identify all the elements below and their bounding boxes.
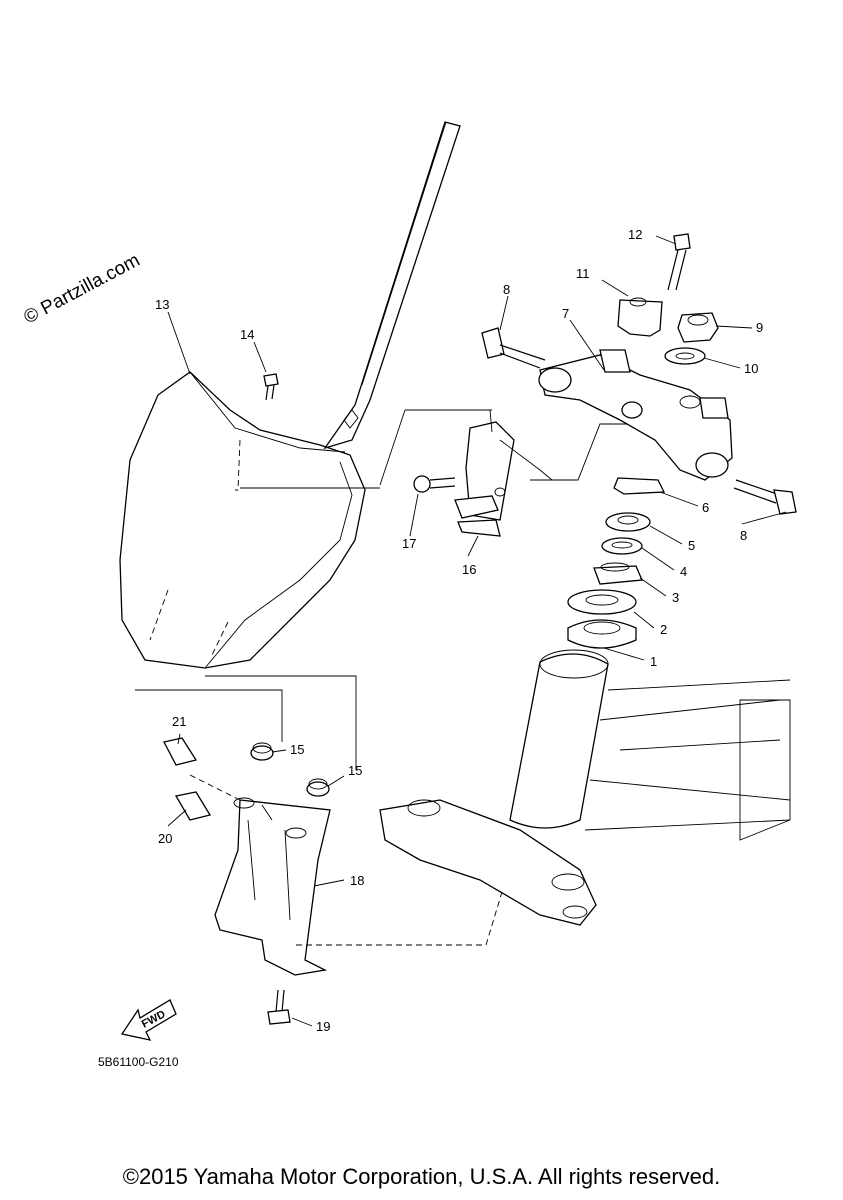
callout-9: 9 [756, 320, 763, 335]
copyright-text: ©2015 Yamaha Motor Corporation, U.S.A. A… [122, 1164, 721, 1189]
callout-17: 17 [402, 536, 416, 551]
callout-5: 5 [688, 538, 695, 553]
callout-18: 18 [350, 873, 364, 888]
diagram-code: 5B61100-G210 [98, 1055, 179, 1069]
pad-part-21 [163, 737, 198, 766]
callout-14: 14 [240, 327, 254, 342]
callout-15b: 15 [348, 763, 362, 778]
callout-11: 11 [576, 266, 590, 281]
callout-16: 16 [462, 562, 476, 577]
callout-19: 19 [316, 1019, 330, 1034]
nut-part-9 [677, 312, 719, 343]
frame-head-pipe [509, 649, 791, 841]
washer-part-4 [601, 537, 643, 555]
lower-bracket [379, 799, 597, 926]
bolt-part-17 [413, 475, 456, 493]
alignment-line [379, 409, 493, 486]
dust-seal-part-2 [567, 589, 637, 615]
ring-nut-part-5 [605, 512, 651, 532]
bolt-part-8-right [733, 479, 797, 515]
callout-4: 4 [680, 564, 687, 579]
number-plate-part-13 [119, 121, 461, 669]
alignment-line [135, 675, 357, 770]
leader-lines [167, 235, 787, 1027]
callout-8a: 8 [503, 282, 510, 297]
screw-part-14 [263, 373, 279, 401]
crown-part-7 [538, 349, 733, 481]
cap-part-11 [617, 297, 663, 337]
callout-13: 13 [155, 297, 169, 312]
callout-3: 3 [672, 590, 679, 605]
screw-part-19 [267, 989, 291, 1025]
callout-12: 12 [628, 227, 642, 242]
washer-part-6 [613, 477, 666, 495]
callout-1: 1 [650, 654, 657, 669]
alignment-line [530, 423, 652, 481]
ring-nut-part-3 [593, 562, 643, 585]
bolt-part-12 [667, 233, 691, 291]
callout-8b: 8 [740, 528, 747, 543]
washer-part-10 [664, 347, 706, 365]
bolt-part-8-left [481, 327, 546, 369]
callout-2: 2 [660, 622, 667, 637]
callout-20: 20 [158, 831, 172, 846]
grommet-part-15-right [306, 778, 330, 797]
pad-part-20 [174, 791, 212, 821]
bearing-part-1 [567, 619, 637, 649]
alignment-line [189, 774, 503, 946]
callout-6: 6 [702, 500, 709, 515]
bracket-part-16 [454, 421, 553, 537]
callout-7: 7 [562, 306, 569, 321]
callout-10: 10 [744, 361, 758, 376]
callout-15a: 15 [290, 742, 304, 757]
plate-bracket-part-18 [214, 797, 331, 976]
callout-21: 21 [172, 714, 186, 729]
grommet-part-15-left [250, 742, 274, 761]
fwd-arrow-icon: FWD [120, 999, 177, 1041]
watermark-text: © Partzilla.com [20, 250, 143, 329]
